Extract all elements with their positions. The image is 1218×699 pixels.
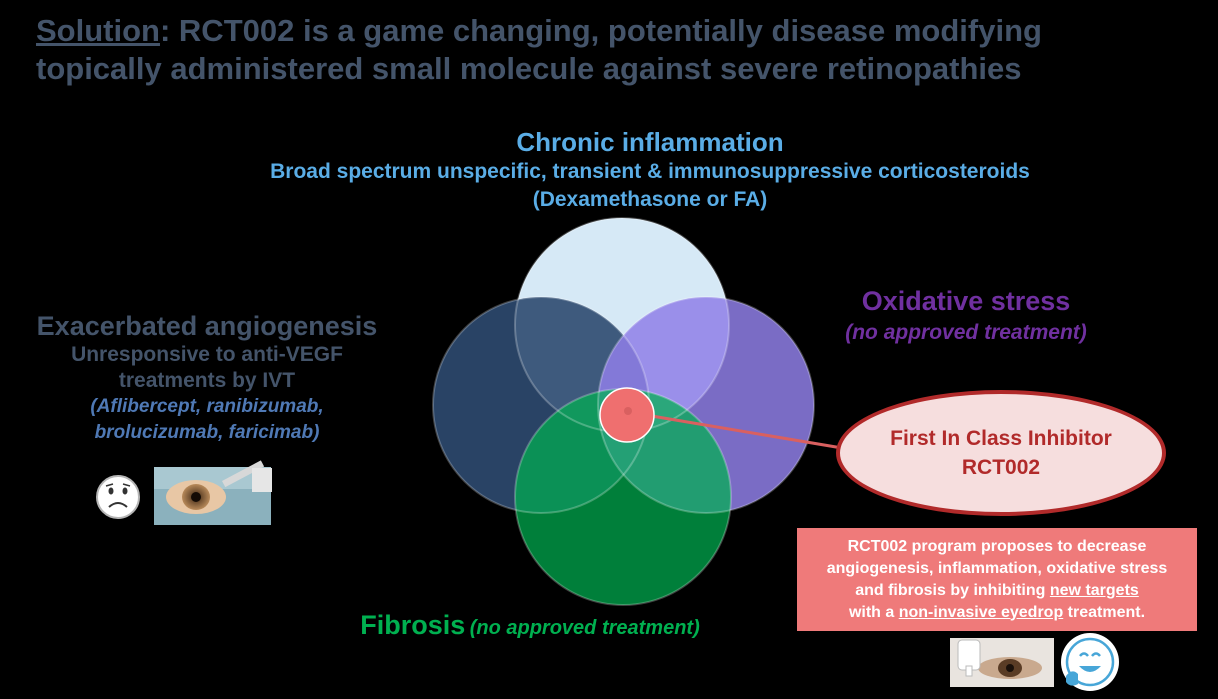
banner-line2: angiogenesis, inflammation, oxidative st… — [826, 559, 1168, 577]
angiogenesis-line1: Unresponsive to anti-VEGF — [71, 343, 343, 366]
angiogenesis-line4: brolucizumab, faricimab) — [94, 422, 320, 443]
banner-line4-end: treatment. — [1063, 603, 1146, 621]
banner-line1: RCT002 program proposes to decrease — [847, 537, 1147, 555]
callout-line2: RCT002 — [961, 456, 1041, 479]
oxidative-stress-label: Oxidative stress (no approved treatment) — [806, 284, 1126, 348]
slide-title: Solution: RCT002 is a game changing, pot… — [36, 12, 1196, 88]
circle-outline-oxidative — [597, 296, 815, 514]
angiogenesis-heading: Exacerbated angiogenesis — [36, 311, 378, 341]
sad-face-icon — [96, 475, 140, 519]
fibrosis-heading: Fibrosis — [360, 610, 466, 640]
fibrosis-note: (no approved treatment) — [469, 617, 700, 639]
eye-injection-photo — [154, 460, 272, 525]
first-in-class-callout: First In Class Inhibitor RCT002 — [836, 390, 1166, 516]
rct002-target-center — [624, 407, 632, 415]
circle-fibrosis — [515, 389, 731, 605]
banner-line3-text: and fibrosis by inhibiting — [855, 581, 1050, 599]
callout-connector — [627, 410, 843, 450]
banner-new-targets: new targets — [1049, 581, 1139, 599]
rct002-target-dot — [599, 387, 655, 443]
eyedrop-photo — [950, 638, 1054, 687]
fibrosis-label: Fibrosis (no approved treatment) — [300, 610, 760, 641]
banner-line4-text: with a — [848, 603, 899, 621]
oxidative-note: (no approved treatment) — [845, 321, 1087, 344]
chronic-line1: Broad spectrum unspecific, transient & i… — [270, 160, 1030, 183]
chronic-heading: Chronic inflammation — [516, 127, 784, 157]
title-solution-label: Solution — [36, 13, 160, 48]
angiogenesis-line3: (Aflibercept, ranibizumab, — [90, 396, 324, 417]
chronic-line2: (Dexamethasone or FA) — [532, 188, 768, 211]
oxidative-heading: Oxidative stress — [861, 286, 1071, 316]
chronic-inflammation-label: Chronic inflammation Broad spectrum unsp… — [150, 126, 1150, 214]
program-summary-banner: RCT002 program proposes to decrease angi… — [797, 528, 1197, 631]
angiogenesis-label: Exacerbated angiogenesis Unresponsive to… — [0, 310, 414, 446]
callout-line1: First In Class Inhibitor — [890, 427, 1112, 450]
banner-eyedrop-text: non-invasive eyedrop — [898, 603, 1064, 621]
angiogenesis-line2: treatments by IVT — [118, 369, 296, 392]
title-line1: : RCT002 is a game changing, potentially… — [159, 13, 1042, 48]
title-line2: topically administered small molecule ag… — [36, 51, 1022, 86]
happy-face-icon — [1061, 633, 1119, 691]
